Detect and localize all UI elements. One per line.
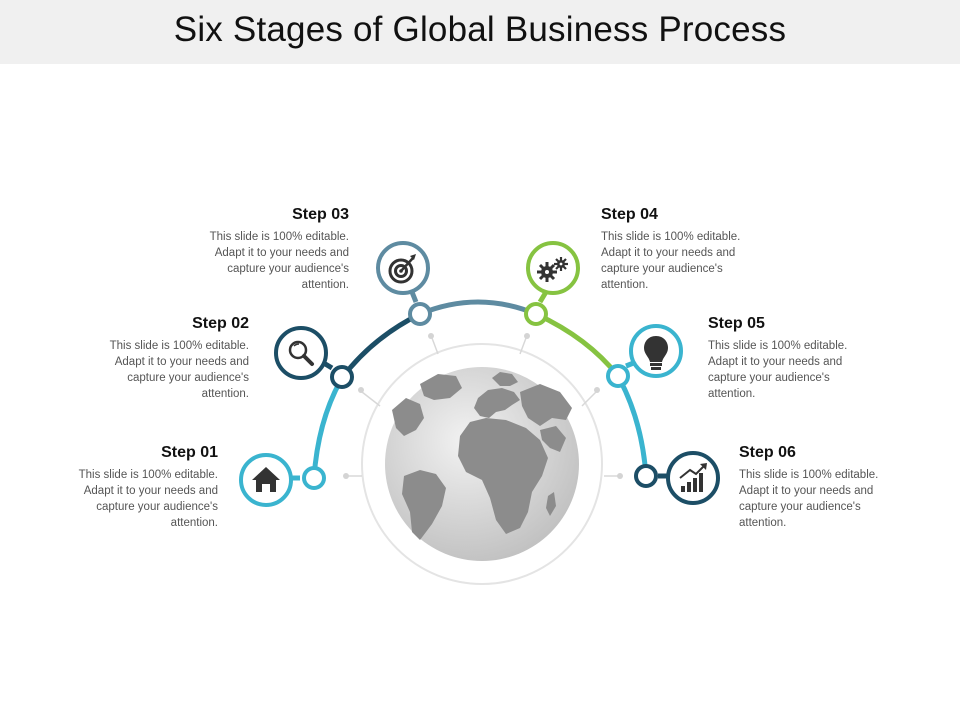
step-02: Step 02 This slide is 100% editable. Ada… — [99, 315, 249, 402]
step-title: Step 03 — [292, 206, 349, 223]
growth-chart-icon — [679, 463, 707, 492]
arc-node-6 — [634, 464, 658, 488]
arc-segment-3 — [417, 299, 539, 317]
connector-dots — [343, 333, 623, 479]
gears-icon — [537, 257, 568, 282]
step-06: Step 06 This slide is 100% editable. Ada… — [739, 444, 889, 531]
arc-nodes — [302, 302, 658, 490]
step-description: This slide is 100% editable. Adapt it to… — [739, 469, 879, 529]
step-05: Step 05 This slide is 100% editable. Ada… — [708, 315, 858, 402]
title-band — [0, 0, 960, 64]
arc-segment-5 — [615, 373, 649, 479]
icon-circles — [239, 241, 720, 507]
step-03: Step 03 This slide is 100% editable. Ada… — [199, 206, 349, 293]
icon-circle-2 — [274, 326, 328, 380]
target-icon — [388, 254, 416, 284]
lightbulb-icon — [644, 336, 668, 370]
home-icon — [252, 467, 280, 492]
arc-node-1 — [302, 466, 326, 490]
step-title: Step 06 — [739, 444, 796, 461]
step-04: Step 04 This slide is 100% editable. Ada… — [601, 206, 751, 293]
step-description: This slide is 100% editable. Adapt it to… — [109, 340, 249, 400]
step-description: This slide is 100% editable. Adapt it to… — [78, 469, 218, 529]
search-icon — [288, 340, 314, 366]
arc-node-3 — [408, 302, 432, 326]
step-title: Step 05 — [708, 315, 765, 332]
step-title: Step 04 — [601, 206, 658, 223]
step-01: Step 01 This slide is 100% editable. Ada… — [68, 444, 218, 531]
globe-icon — [385, 367, 579, 561]
arc-node-5 — [606, 364, 630, 388]
step-title: Step 02 — [192, 315, 249, 332]
arc-segment-1 — [311, 375, 345, 481]
step-description: This slide is 100% editable. Adapt it to… — [708, 340, 848, 400]
page-title: Six Stages of Global Business Process — [173, 10, 787, 49]
step-description: This slide is 100% editable. Adapt it to… — [209, 231, 349, 291]
arc-node-2 — [330, 365, 354, 389]
step-title: Step 01 — [161, 444, 218, 461]
step-description: This slide is 100% editable. Adapt it to… — [601, 231, 741, 291]
arc-node-4 — [524, 302, 548, 326]
